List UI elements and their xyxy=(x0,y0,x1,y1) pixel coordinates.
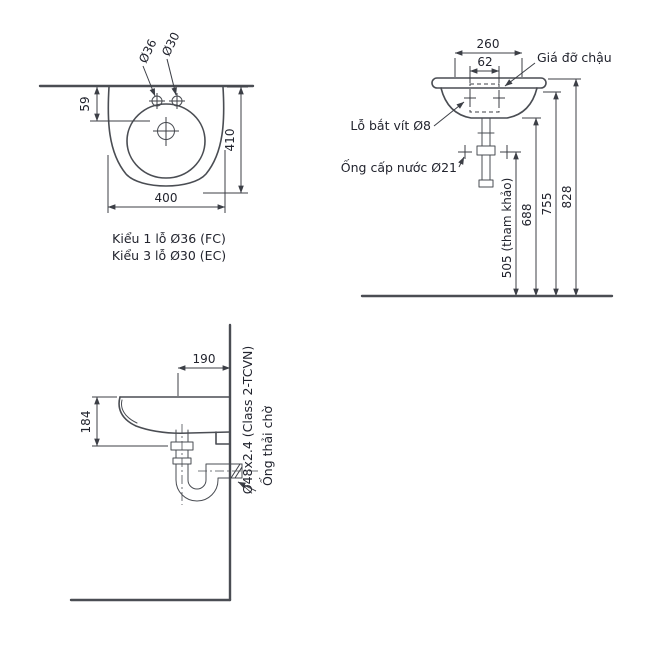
wall-bracket xyxy=(464,83,505,113)
bracket-label: Giá đỡ chậu xyxy=(537,50,612,65)
bracket-callout: Giá đỡ chậu xyxy=(504,50,612,87)
dim-hole-30: Ø30 xyxy=(159,30,182,58)
side-view: 190 184 xyxy=(69,323,275,602)
caption-type-1: Kiểu 1 lỗ Ø36 (FC) xyxy=(112,231,226,246)
dim-190-label: 190 xyxy=(193,352,216,366)
supply-pipe-label: Ống cấp nước Ø21 xyxy=(341,159,457,175)
dim-depth-label: 410 xyxy=(223,129,237,152)
dim-62-label: 62 xyxy=(477,55,492,69)
dim-bracket-62: 62 xyxy=(469,55,500,83)
drain-hole xyxy=(153,117,179,146)
dim-depth-190: 190 xyxy=(177,352,231,396)
dim-height-505: 505 (tham khảo) xyxy=(500,151,521,297)
supply-pipe-callout: Ống cấp nước Ø21 xyxy=(341,156,465,175)
top-view: Ø36 Ø30 59 410 400 Kiểu 1 lỗ Ø36 (FC) Ki… xyxy=(38,30,255,263)
basin-bowl xyxy=(126,103,206,179)
dim-depth-410: 410 xyxy=(203,86,248,194)
faucet-holes xyxy=(149,93,185,109)
dim-755-label: 755 xyxy=(540,193,554,216)
dim-184-label: 184 xyxy=(79,411,93,434)
dim-height-755: 755 xyxy=(540,91,561,297)
dim-hole-36: Ø36 xyxy=(136,37,159,65)
basin-outline xyxy=(107,86,225,187)
dim-height-688: 688 xyxy=(520,117,541,297)
dim-offset-label: 59 xyxy=(78,96,92,111)
dim-688-label: 688 xyxy=(520,204,534,227)
basin-bowl-front xyxy=(440,87,538,119)
waste-pipe-callout: Ø48x2.4 (Class 2-TCVN) Ống thải chờ xyxy=(237,346,275,494)
dim-height-184: 184 xyxy=(79,396,168,447)
dim-828-label: 828 xyxy=(560,186,574,209)
basin-side-profile xyxy=(118,396,231,445)
dim-height-828: 828 xyxy=(548,78,581,297)
dim-offset-59: 59 xyxy=(78,86,150,122)
screw-hole-label: Lỗ bắt vít Ø8 xyxy=(350,118,431,133)
front-view: 260 62 Giá đỡ chậu Lỗ bắt vít Ø8 Ống cấp… xyxy=(341,37,614,298)
waste-trap xyxy=(170,424,260,505)
supply-pipe-marks xyxy=(458,145,514,159)
basin-rim-front xyxy=(431,77,547,89)
dim-width-260: 260 xyxy=(454,37,523,77)
drain-pipe-front xyxy=(476,117,496,188)
dim-260-label: 260 xyxy=(477,37,500,51)
pipe-spec-label: Ø48x2.4 (Class 2-TCVN) xyxy=(240,346,255,494)
dim-width-400: 400 xyxy=(107,150,226,213)
caption-type-2: Kiểu 3 lỗ Ø30 (EC) xyxy=(112,248,226,263)
screw-hole-callout: Lỗ bắt vít Ø8 xyxy=(350,101,465,133)
waste-stub-label: Ống thải chờ xyxy=(259,406,275,486)
dim-width-label: 400 xyxy=(155,191,178,205)
dim-505-label: 505 (tham khảo) xyxy=(500,178,514,279)
